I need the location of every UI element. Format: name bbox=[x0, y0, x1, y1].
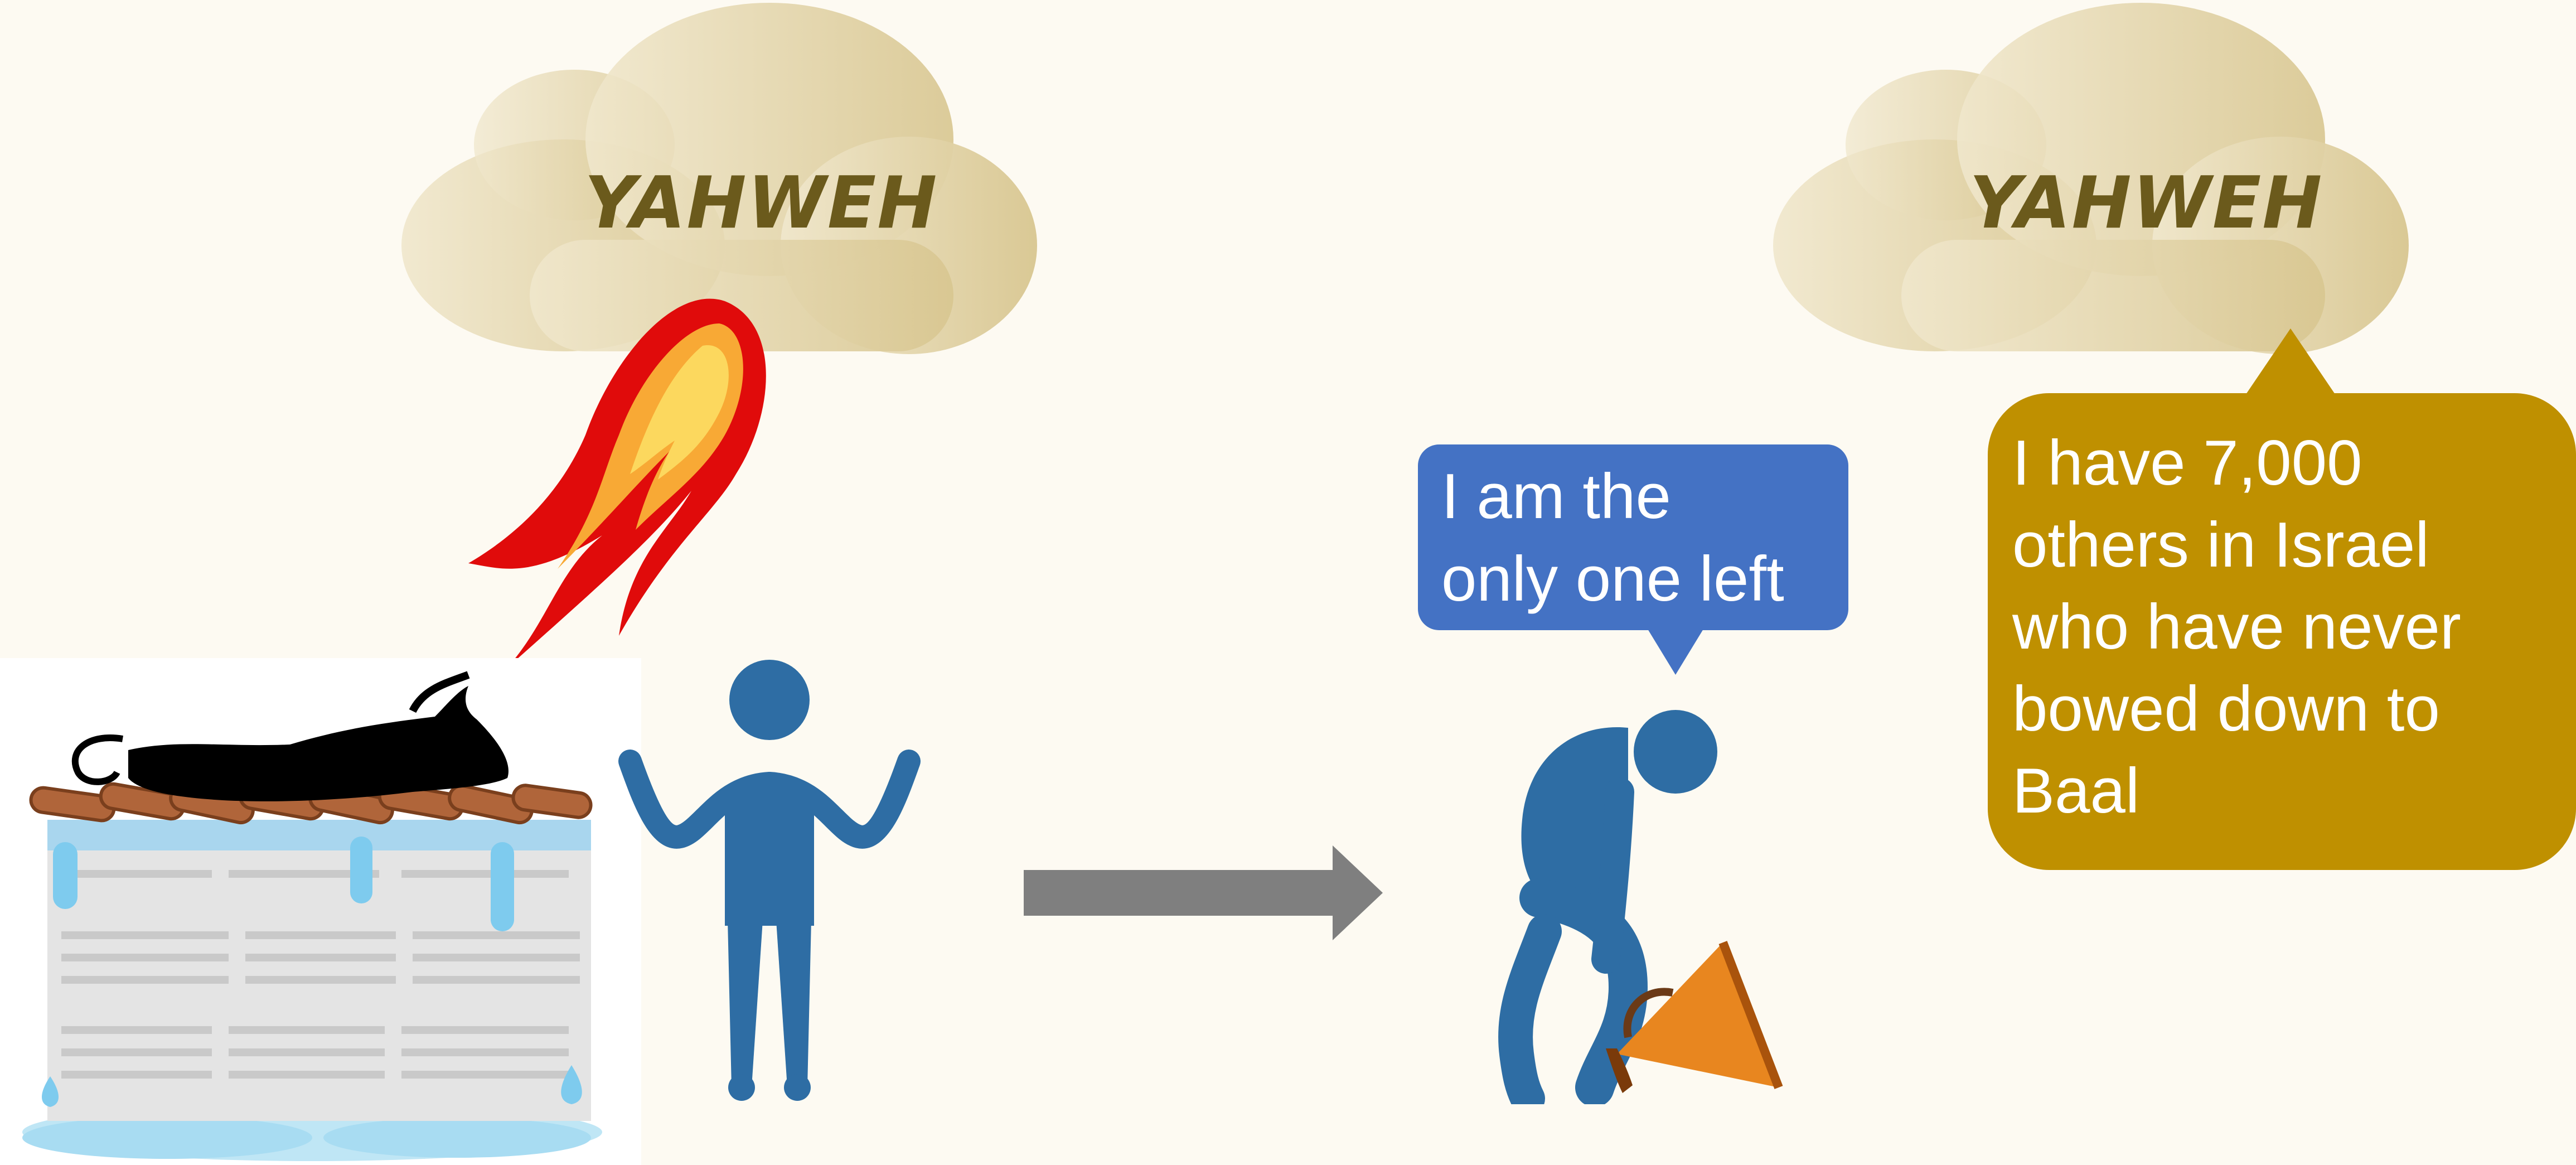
yahweh-label: YAHWEH bbox=[1969, 162, 2323, 245]
horn-icon bbox=[1584, 926, 1795, 1104]
elijah-speech-bubble: I am the only one left bbox=[1418, 444, 1848, 630]
arrow-right-icon bbox=[1020, 842, 1388, 942]
speech-line: who have never bbox=[2012, 586, 2576, 668]
bull-icon bbox=[56, 666, 530, 817]
person-shrugging-icon bbox=[613, 658, 931, 1104]
speech-line: I have 7,000 bbox=[2012, 422, 2576, 504]
speech-line: others in Israel bbox=[2012, 504, 2576, 586]
speech-line: bowed down to bbox=[2012, 668, 2576, 750]
yahweh-label: YAHWEH bbox=[584, 162, 938, 245]
fire-icon bbox=[435, 290, 781, 714]
speech-line: only one left bbox=[1441, 538, 1848, 621]
speech-line: Baal bbox=[2012, 750, 2576, 832]
speech-line: I am the bbox=[1441, 456, 1848, 538]
yahweh-speech-bubble: I have 7,000 others in Israel who have n… bbox=[1988, 393, 2576, 870]
